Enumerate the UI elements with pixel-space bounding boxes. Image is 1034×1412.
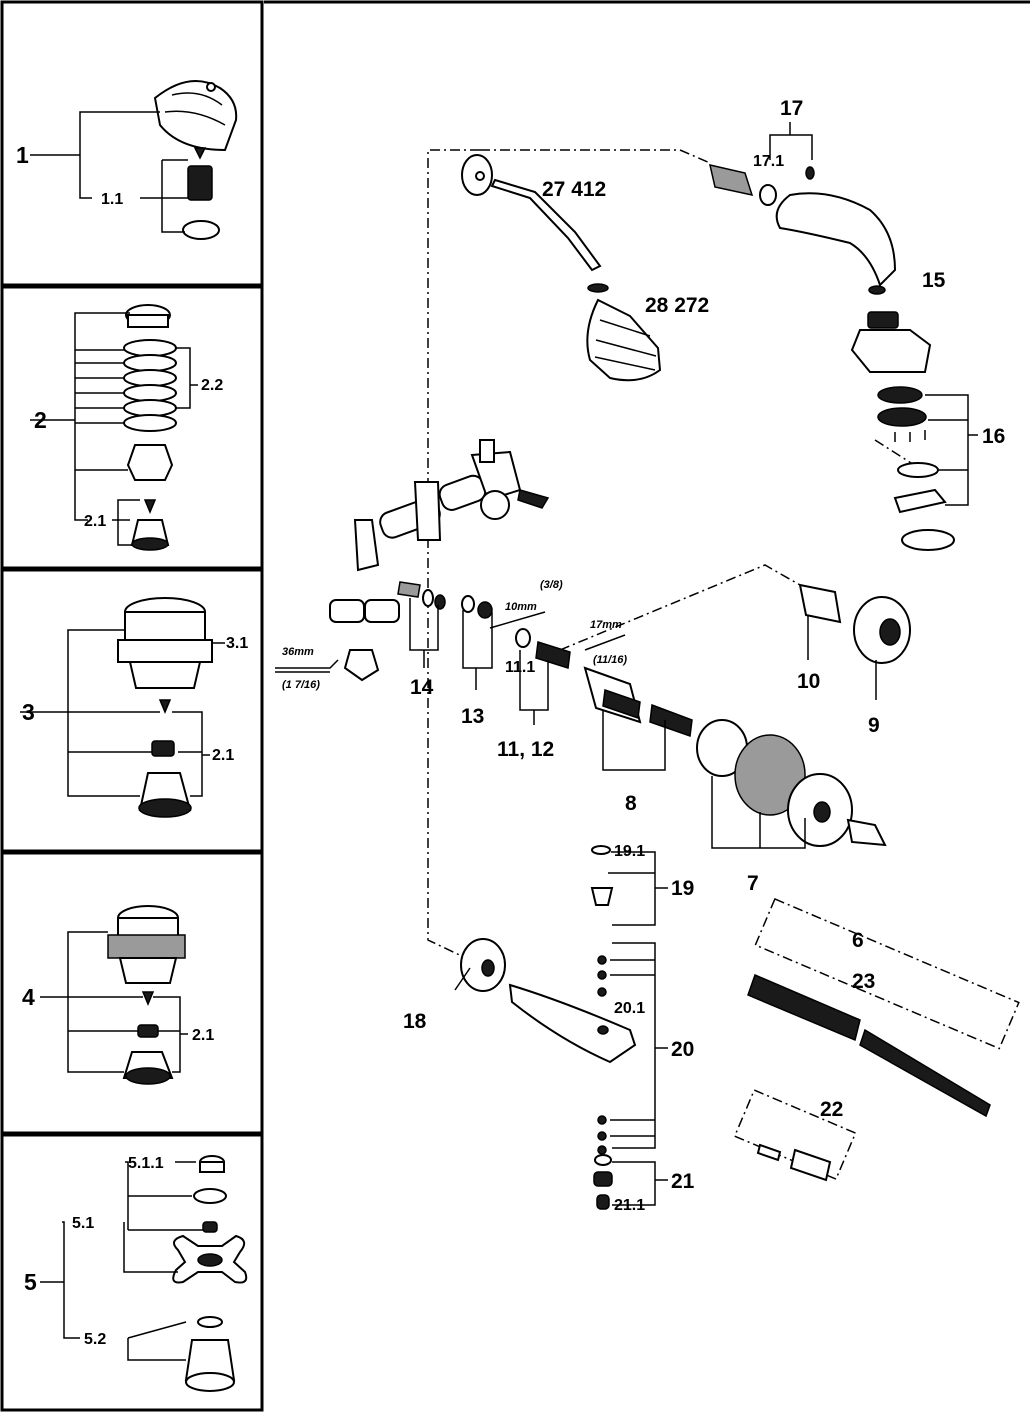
lever-knob-part (153, 80, 238, 152)
wrench-label-36mm-inch: (1 7/16) (282, 679, 320, 691)
label-16: 16 (982, 425, 1005, 448)
label-20: 20 (671, 1038, 694, 1061)
label-21-1: 21.1 (614, 1197, 645, 1214)
cartridge-row (397, 581, 887, 849)
label-1-1: 1.1 (101, 191, 123, 208)
label-6: 6 (852, 929, 864, 952)
label-5-1: 5.1 (72, 1215, 94, 1232)
label-27412: 27 412 (542, 178, 606, 201)
label-17: 17 (780, 97, 803, 120)
wrench-markers: 36mm (1 7/16) 10mm (3/8) 17mm (11/16) (275, 579, 627, 691)
label-3-1: 3.1 (226, 635, 248, 652)
label-28272: 28 272 (645, 294, 709, 317)
label-1: 1 (16, 142, 29, 168)
label-17-1: 17.1 (753, 153, 784, 170)
tub-spout-17 (709, 122, 897, 295)
label-18: 18 (403, 1010, 427, 1033)
extension-kit (747, 973, 991, 1182)
diverter-assembly-16 (850, 311, 978, 551)
wrench-label-17mm-inch: (11/16) (593, 654, 627, 666)
label-3-1b: 2.1 (212, 747, 234, 764)
callout-lines (409, 598, 549, 991)
label-3: 3 (22, 699, 35, 725)
label-13: 13 (461, 705, 484, 728)
label-19-1: 19.1 (614, 843, 645, 860)
label-22: 22 (820, 1098, 843, 1121)
panel-5: 5 5.1.1 5.1 5.2 (24, 1155, 248, 1392)
label-4: 4 (22, 984, 35, 1010)
label-10: 10 (797, 670, 820, 693)
label-11-12: 11, 12 (497, 738, 554, 761)
spacer-ring-stack (123, 339, 177, 432)
label-20-1: 20.1 (614, 1000, 645, 1017)
panel-3: 3 3.1 2.1 (20, 597, 248, 818)
label-21: 21 (671, 1170, 695, 1193)
shower-arm-27412 (461, 154, 602, 272)
label-4-2-1: 2.1 (192, 1027, 214, 1044)
label-19: 19 (671, 877, 694, 900)
label-8: 8 (625, 792, 637, 815)
escutcheon-9-part-10 (798, 583, 911, 700)
label-9: 9 (868, 714, 880, 737)
label-2-1: 2.1 (84, 513, 106, 530)
panel-1: 1 1.1 (16, 80, 238, 240)
label-5-2: 5.2 (84, 1331, 106, 1348)
label-5: 5 (24, 1269, 37, 1295)
wrench-label-17mm: 17mm (590, 619, 622, 631)
label-5-1-1: 5.1.1 (128, 1155, 164, 1172)
main-labels: 17 17.1 27 412 28 272 15 16 14 13 11.1 1… (403, 97, 1005, 1214)
shower-head-28272 (586, 283, 662, 382)
panel-4: 4 2.1 (22, 905, 214, 1085)
label-15: 15 (922, 269, 946, 292)
label-2: 2 (34, 407, 47, 433)
label-2-2: 2.2 (201, 377, 223, 394)
label-23: 23 (852, 970, 875, 993)
handle-assembly (460, 845, 668, 1210)
panel-2: 2 2.2 2.1 (30, 304, 223, 551)
wrench-label-36mm: 36mm (282, 646, 314, 658)
label-14: 14 (410, 676, 434, 699)
label-11-1: 11.1 (505, 659, 535, 676)
wrench-label-10mm: 10mm (505, 601, 537, 613)
valve-body (329, 439, 550, 682)
label-7: 7 (747, 872, 759, 895)
wrench-label-10mm-inch: (3/8) (540, 579, 563, 591)
